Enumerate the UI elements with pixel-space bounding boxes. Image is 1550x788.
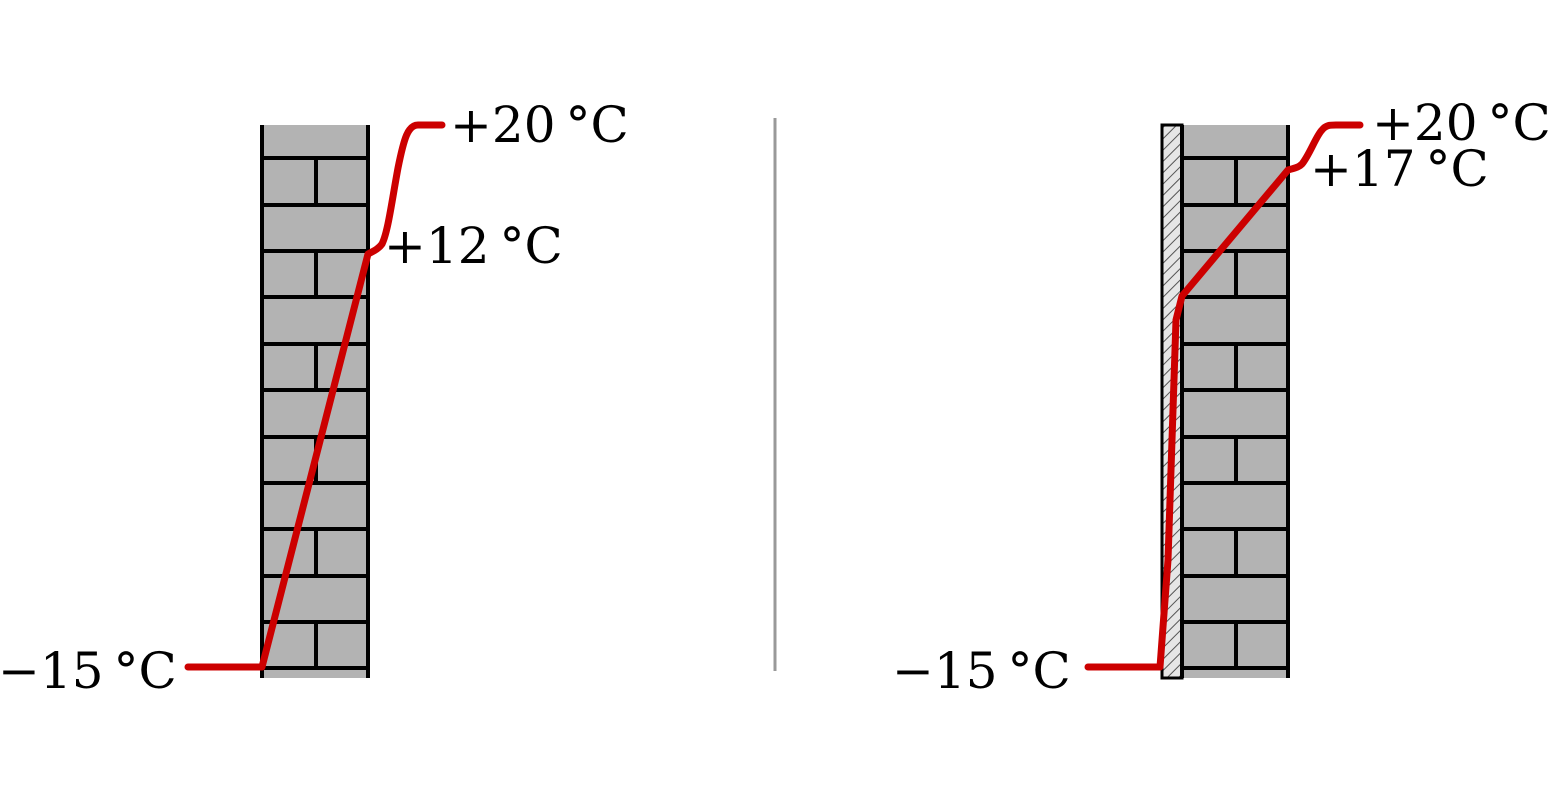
temperature-line-left [184,121,446,671]
outside-temp-label-left: −15 °C [0,642,177,700]
right-panel: −15 °C +17 °C +20 °C [892,94,1550,700]
brick-wall-right [1180,125,1290,678]
inner-surface-temp-label-right: +17 °C [1310,140,1489,198]
inner-surface-temp-label-left: +12 °C [384,217,563,275]
inside-temp-label-right: +20 °C [1372,94,1550,152]
inside-temp-label-left: +20 °C [450,96,629,154]
temperature-line-right [1084,121,1364,671]
outside-temp-label-right: −15 °C [892,642,1071,700]
left-panel: −15 °C +12 °C +20 °C [0,96,629,700]
